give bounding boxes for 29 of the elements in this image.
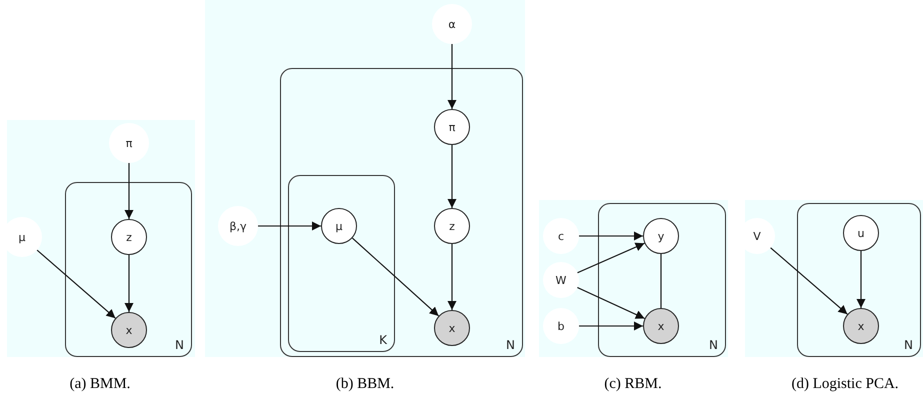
arrow (448, 44, 456, 109)
arrow (258, 222, 321, 230)
subfigure-caption: (c) RBM. (604, 376, 662, 393)
subfigure-caption: (a) BMM. (70, 376, 130, 393)
arrow (124, 163, 134, 219)
arrow (577, 242, 645, 274)
plate (797, 203, 921, 357)
plate-label: N (506, 338, 515, 352)
arrow (448, 244, 456, 310)
connector-line (660, 254, 662, 308)
arrow (448, 145, 456, 208)
arrow (352, 238, 439, 316)
plate (280, 68, 523, 357)
plate-label: N (175, 338, 184, 352)
subfigure-caption: (d) Logistic PCA. (791, 376, 899, 393)
arrow (577, 287, 645, 319)
plate (65, 182, 192, 357)
plate (598, 203, 726, 357)
arrow (856, 251, 866, 308)
arrow (770, 247, 848, 315)
plate (288, 175, 395, 352)
arrow (579, 322, 643, 330)
arrow (579, 232, 643, 240)
plate-label: N (904, 338, 913, 352)
plate-label: K (379, 333, 387, 347)
arrow (124, 255, 134, 312)
plate-label: N (709, 338, 718, 352)
arrow (36, 250, 116, 319)
subfigure-caption: (b) BBM. (336, 376, 394, 393)
